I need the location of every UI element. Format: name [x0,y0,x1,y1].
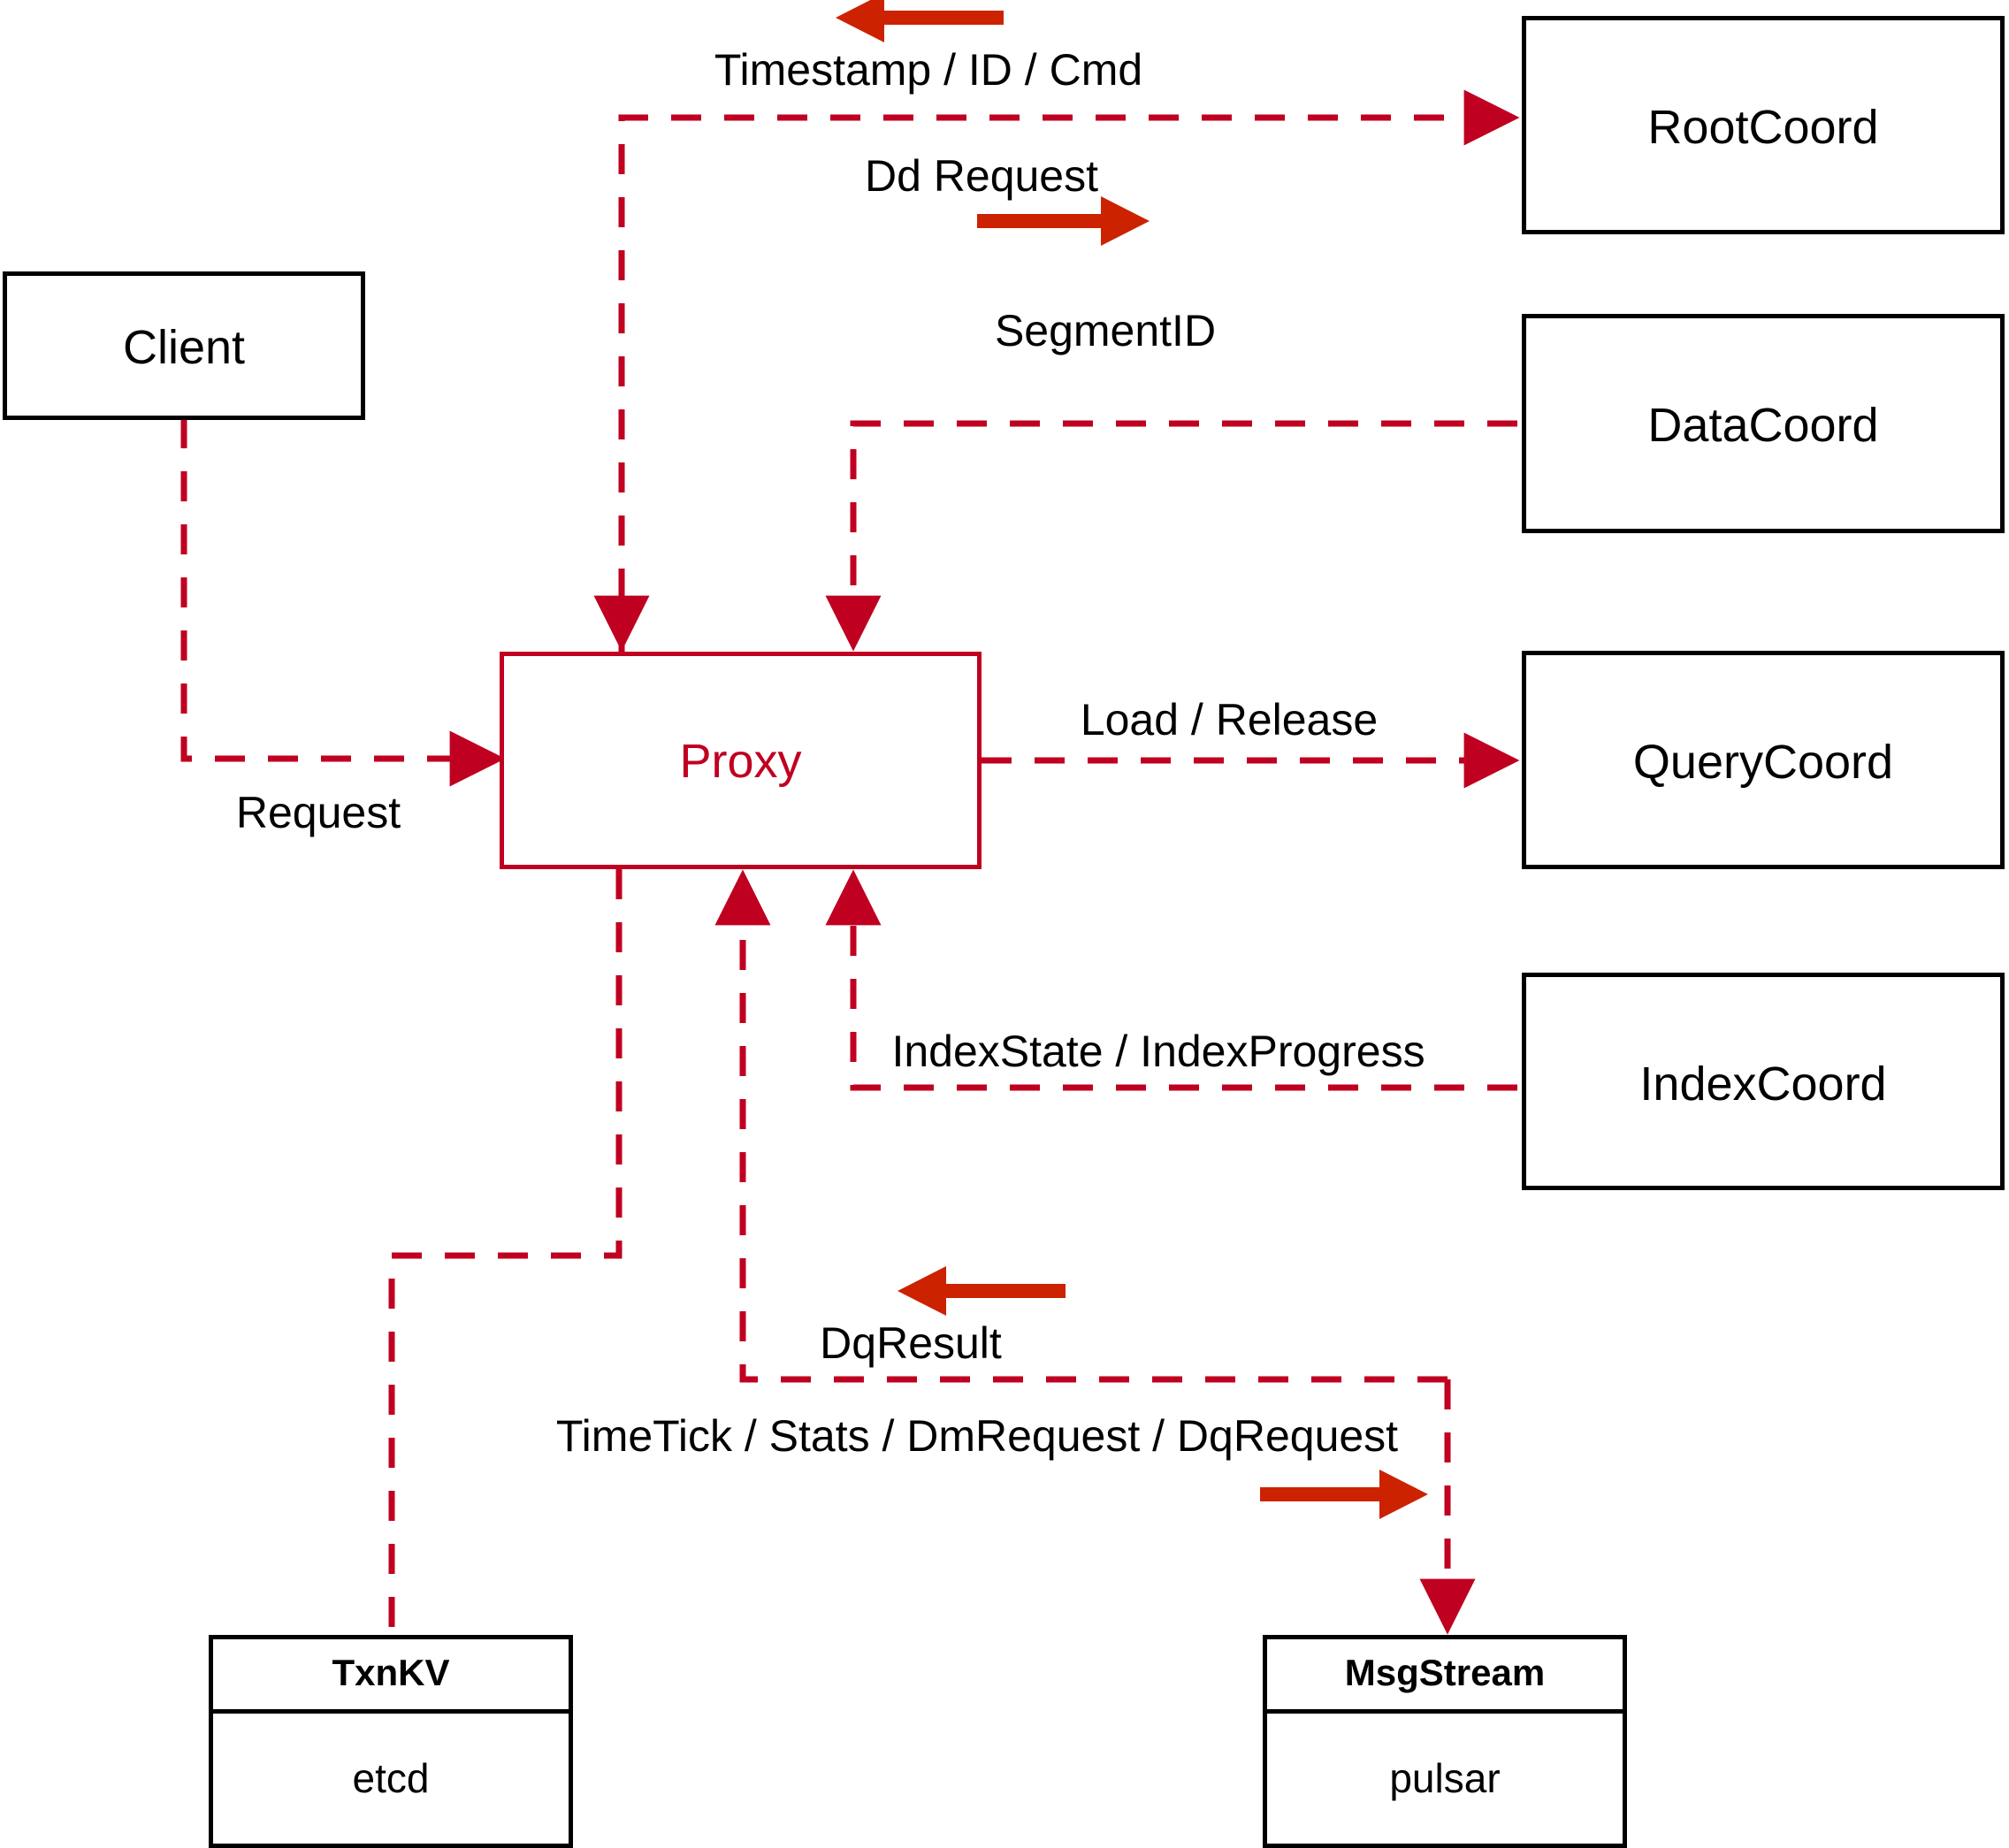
node-msgstream-label: MsgStream [1344,1652,1546,1693]
edge-indexcoord-proxy [825,869,1517,1091]
direction-arrow-timestamp [836,0,1004,42]
node-msgstream-header [1267,1639,1623,1714]
node-querycoord-label: QueryCoord [1632,736,1894,789]
node-datacoord[interactable]: DataCoord [1522,314,2005,533]
node-querycoord[interactable]: QueryCoord [1522,651,2005,869]
node-txnkv[interactable]: TxnKV etcd [209,1635,573,1848]
edge-label-timestamp-id-cmd: Timestamp / ID / Cmd [714,45,1143,95]
node-indexcoord[interactable]: IndexCoord [1522,973,2005,1190]
node-proxy-label: Proxy [679,735,802,788]
edge-proxy-rootcoord [618,89,1520,652]
direction-arrow-dqrequest [1260,1470,1428,1519]
node-txnkv-header [213,1639,569,1714]
edge-label-request: Request [235,788,401,837]
edge-msgstream-proxy [714,869,1448,1383]
node-client-label: Client [122,321,246,374]
node-indexcoord-label: IndexCoord [1639,1058,1887,1111]
edge-proxy-txnkv [388,869,623,1635]
edge-label-indexstate-indexprogress: IndexState / IndexProgress [891,1027,1425,1076]
node-msgstream-sublabel: pulsar [1389,1755,1501,1801]
node-rootcoord[interactable]: RootCoord [1522,16,2005,234]
node-txnkv-sublabel: etcd [352,1755,430,1801]
direction-arrow-ddrequest [977,196,1150,246]
edge-label-timetick-stats-dmrequest-dqrequest: TimeTick / Stats / DmRequest / DqRequest [555,1411,1399,1461]
node-rootcoord-label: RootCoord [1647,101,1879,154]
edge-datacoord-proxy [825,420,1517,652]
node-msgstream[interactable]: MsgStream pulsar [1263,1635,1627,1848]
edge-label-load-release: Load / Release [1080,695,1379,745]
node-client[interactable]: Client [3,271,365,420]
edge-label-dd-request: Dd Request [864,151,1099,201]
node-datacoord-label: DataCoord [1647,399,1879,452]
direction-arrow-dqresult [898,1266,1066,1316]
edge-label-dqresult: DqResult [820,1318,1002,1368]
edge-label-segmentid: SegmentID [994,306,1217,355]
edge-client-request [180,418,506,787]
node-proxy[interactable]: Proxy [500,652,982,869]
node-txnkv-label: TxnKV [332,1652,450,1693]
